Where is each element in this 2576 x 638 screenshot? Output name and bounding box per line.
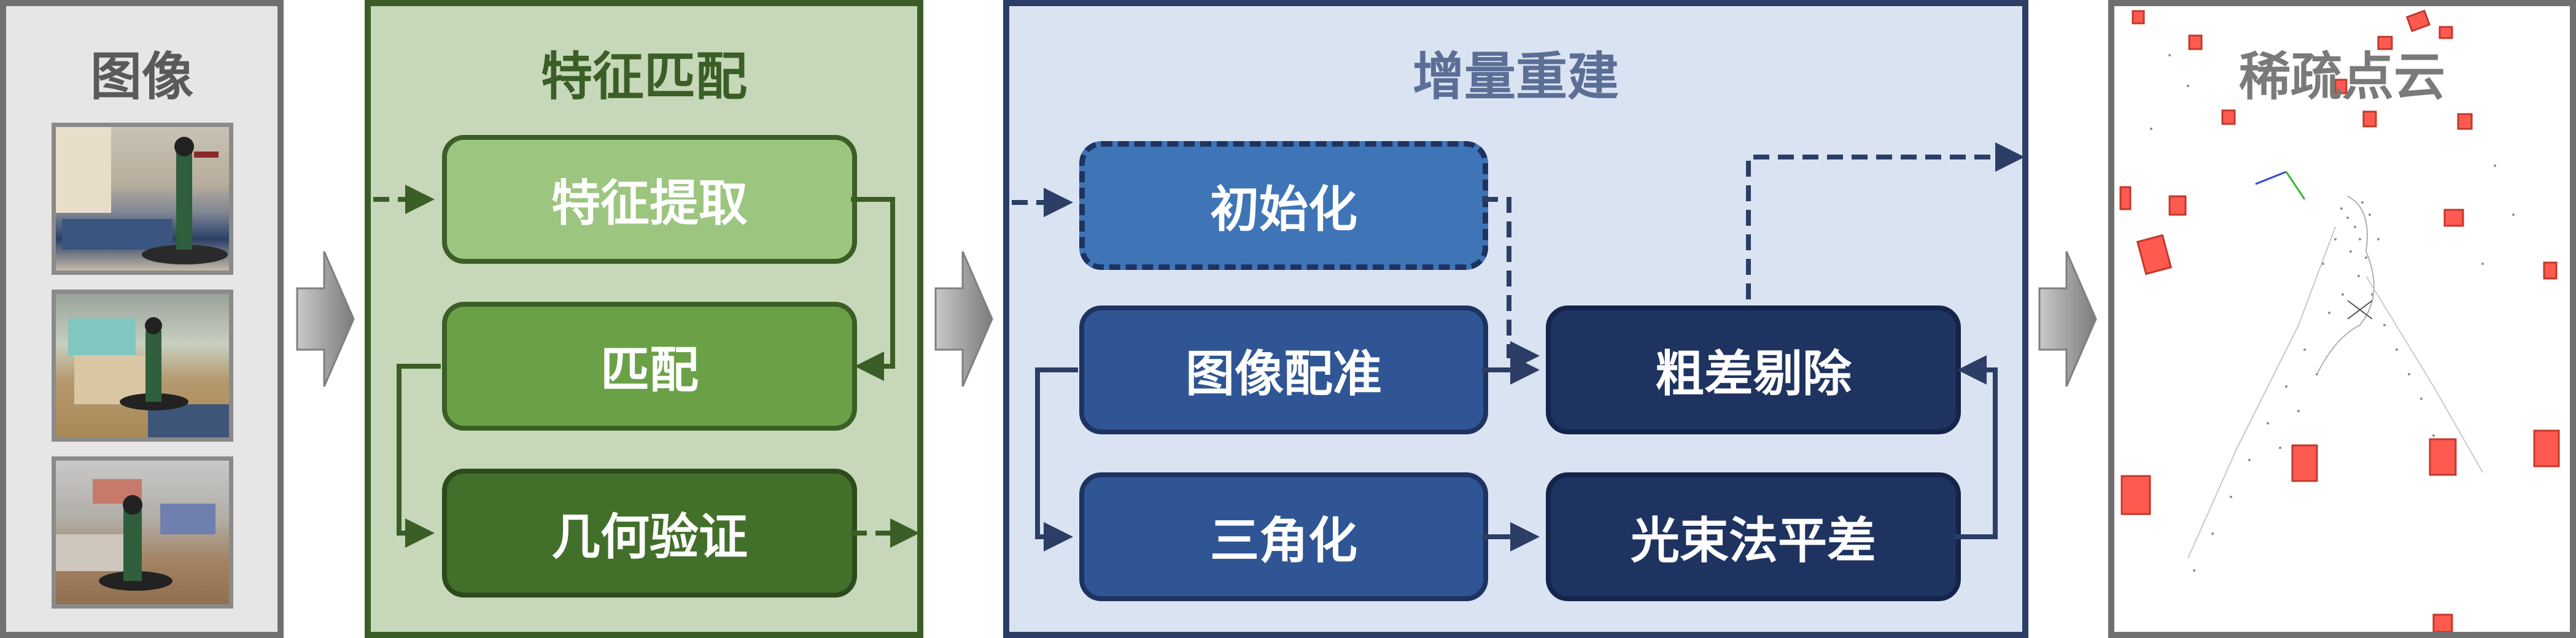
stage-arrow-3	[2038, 251, 2097, 387]
stage-arrow-1	[296, 251, 355, 387]
node-image-registration: 图像配准	[1079, 306, 1488, 434]
input-photo-2	[52, 290, 233, 442]
images-panel: 图像	[0, 0, 284, 638]
sparse-cloud-panel: 稀疏点云	[2108, 0, 2576, 638]
matching-title: 特征匹配	[540, 47, 747, 107]
node-outlier-removal: 粗差剔除	[1546, 306, 1961, 434]
images-title: 图像	[90, 47, 193, 107]
node-bundle-adjustment: 光束法平差	[1546, 472, 1961, 601]
matching-panel: 特征匹配 特征提取 匹配 几何验证	[365, 0, 923, 638]
reconstruction-title: 增量重建	[1412, 47, 1619, 107]
reconstruction-panel: 增量重建 初始化 图像配准 三角化 粗差剔除 光束法平差	[1003, 0, 2028, 638]
node-feature-extraction: 特征提取	[442, 135, 857, 264]
node-geometric-verification: 几何验证	[442, 469, 857, 598]
sparse-point-cloud	[2119, 9, 2560, 632]
node-triangulation: 三角化	[1079, 472, 1488, 601]
input-photo-3	[52, 456, 233, 609]
sparse-cloud-title: 稀疏点云	[2238, 47, 2445, 107]
stage-arrow-2	[934, 251, 993, 387]
input-photo-1	[52, 123, 233, 275]
node-initialization: 初始化	[1079, 141, 1488, 270]
node-matching: 匹配	[442, 302, 857, 431]
